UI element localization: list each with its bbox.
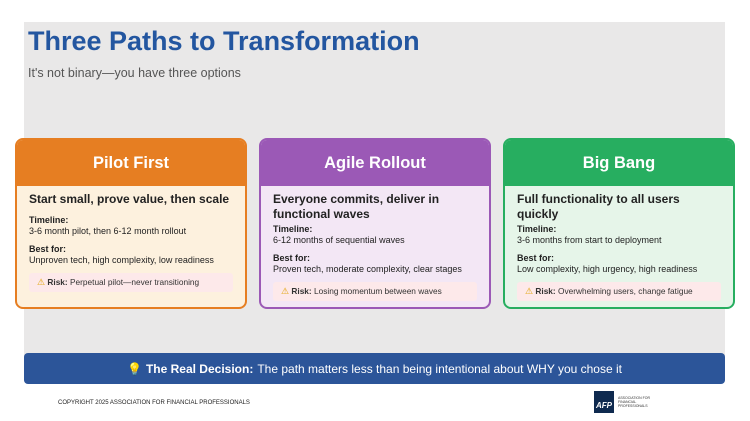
risk-box: ⚠ Risk: Overwhelming users, change fatig… <box>517 282 721 301</box>
page-title: Three Paths to Transformation <box>28 26 420 56</box>
risk-label: Risk: <box>291 286 312 296</box>
timeline-label: Timeline: <box>517 224 557 234</box>
card-tagline: Full functionality to all users quickly <box>517 192 680 221</box>
risk-label: Risk: <box>535 286 556 296</box>
risk-label: Risk: <box>47 277 68 287</box>
logo-text: ASSOCIATION FOR FINANCIAL PROFESSIONALS <box>618 396 651 408</box>
risk-box: ⚠ Risk: Perpetual pilot—never transition… <box>29 273 233 292</box>
warning-icon: ⚠ <box>281 286 290 296</box>
card-header: Pilot First <box>17 140 245 186</box>
card-header: Agile Rollout <box>261 140 489 186</box>
best-for-value: Low complexity, high urgency, high readi… <box>517 264 698 274</box>
risk-value: Overwhelming users, change fatigue <box>558 286 693 296</box>
timeline-value: 3-6 month pilot, then 6-12 month rollout <box>29 226 187 236</box>
best-for-label: Best for: <box>273 253 311 263</box>
best-for-label: Best for: <box>517 253 555 263</box>
risk-box: ⚠ Risk: Losing momentum between waves <box>273 282 477 301</box>
risk-value: Perpetual pilot—never transitioning <box>70 277 200 287</box>
decision-banner: 💡 The Real Decision: The path matters le… <box>24 353 725 384</box>
timeline-label: Timeline: <box>29 215 69 225</box>
card-pilot-first: Pilot First Start small, prove value, th… <box>15 138 247 309</box>
timeline-label: Timeline: <box>273 224 313 234</box>
best-for-value: Proven tech, moderate complexity, clear … <box>273 264 462 274</box>
page-subtitle: It's not binary—you have three options <box>28 66 241 80</box>
warning-icon: ⚠ <box>525 286 534 296</box>
logo-mark: AFP <box>594 391 614 413</box>
card-header: Big Bang <box>505 140 733 186</box>
risk-value: Losing momentum between waves <box>314 286 442 296</box>
card-tagline: Start small, prove value, then scale <box>29 192 230 206</box>
banner-label: The Real Decision: <box>145 361 254 376</box>
timeline-value: 3-6 months from start to deployment <box>517 235 662 245</box>
copyright: COPYRIGHT 2025 ASSOCIATION FOR FINANCIAL… <box>58 400 250 406</box>
warning-icon: ⚠ <box>37 277 46 287</box>
card-tagline: Everyone commits, deliver in functional … <box>273 192 440 221</box>
lightbulb-icon: 💡 <box>127 361 142 376</box>
timeline-value: 6-12 months of sequential waves <box>273 235 405 245</box>
best-for-value: Unproven tech, high complexity, low read… <box>29 255 214 265</box>
afp-logo: AFP ASSOCIATION FOR FINANCIAL PROFESSION… <box>594 391 658 413</box>
banner-text: The path matters less than being intenti… <box>257 361 622 376</box>
card-big-bang: Big Bang Full functionality to all users… <box>503 138 735 309</box>
best-for-label: Best for: <box>29 244 67 254</box>
card-agile-rollout: Agile Rollout Everyone commits, deliver … <box>259 138 491 309</box>
